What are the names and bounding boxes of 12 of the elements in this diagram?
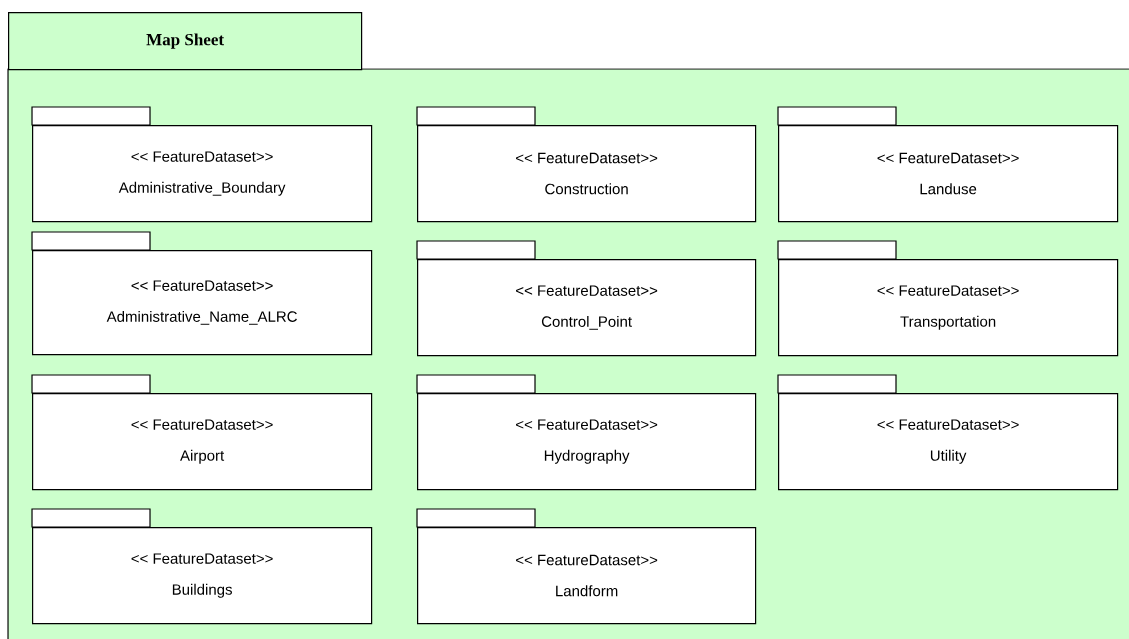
package-box: << FeatureDataset>> Hydrography (416, 374, 757, 491)
package-box: << FeatureDataset>> Landuse (777, 106, 1119, 223)
package-box: << FeatureDataset>> Construction (416, 106, 757, 223)
package-box: << FeatureDataset>> Administrative_Boundary (31, 106, 373, 223)
package-box: << FeatureDataset>> Landform (416, 508, 757, 625)
package-box: << FeatureDataset>> Transportation (777, 240, 1119, 357)
package-box: << FeatureDataset>> Administrative_Name_ALRC (31, 231, 373, 356)
package-box: << FeatureDataset>> Utility (777, 374, 1119, 491)
package-box: << FeatureDataset>> Airport (31, 374, 373, 491)
package-box: << FeatureDataset>> Buildings (31, 508, 373, 625)
package-box: << FeatureDataset>> Control_Point (416, 240, 757, 357)
node-label: Map Sheet (146, 33, 224, 49)
